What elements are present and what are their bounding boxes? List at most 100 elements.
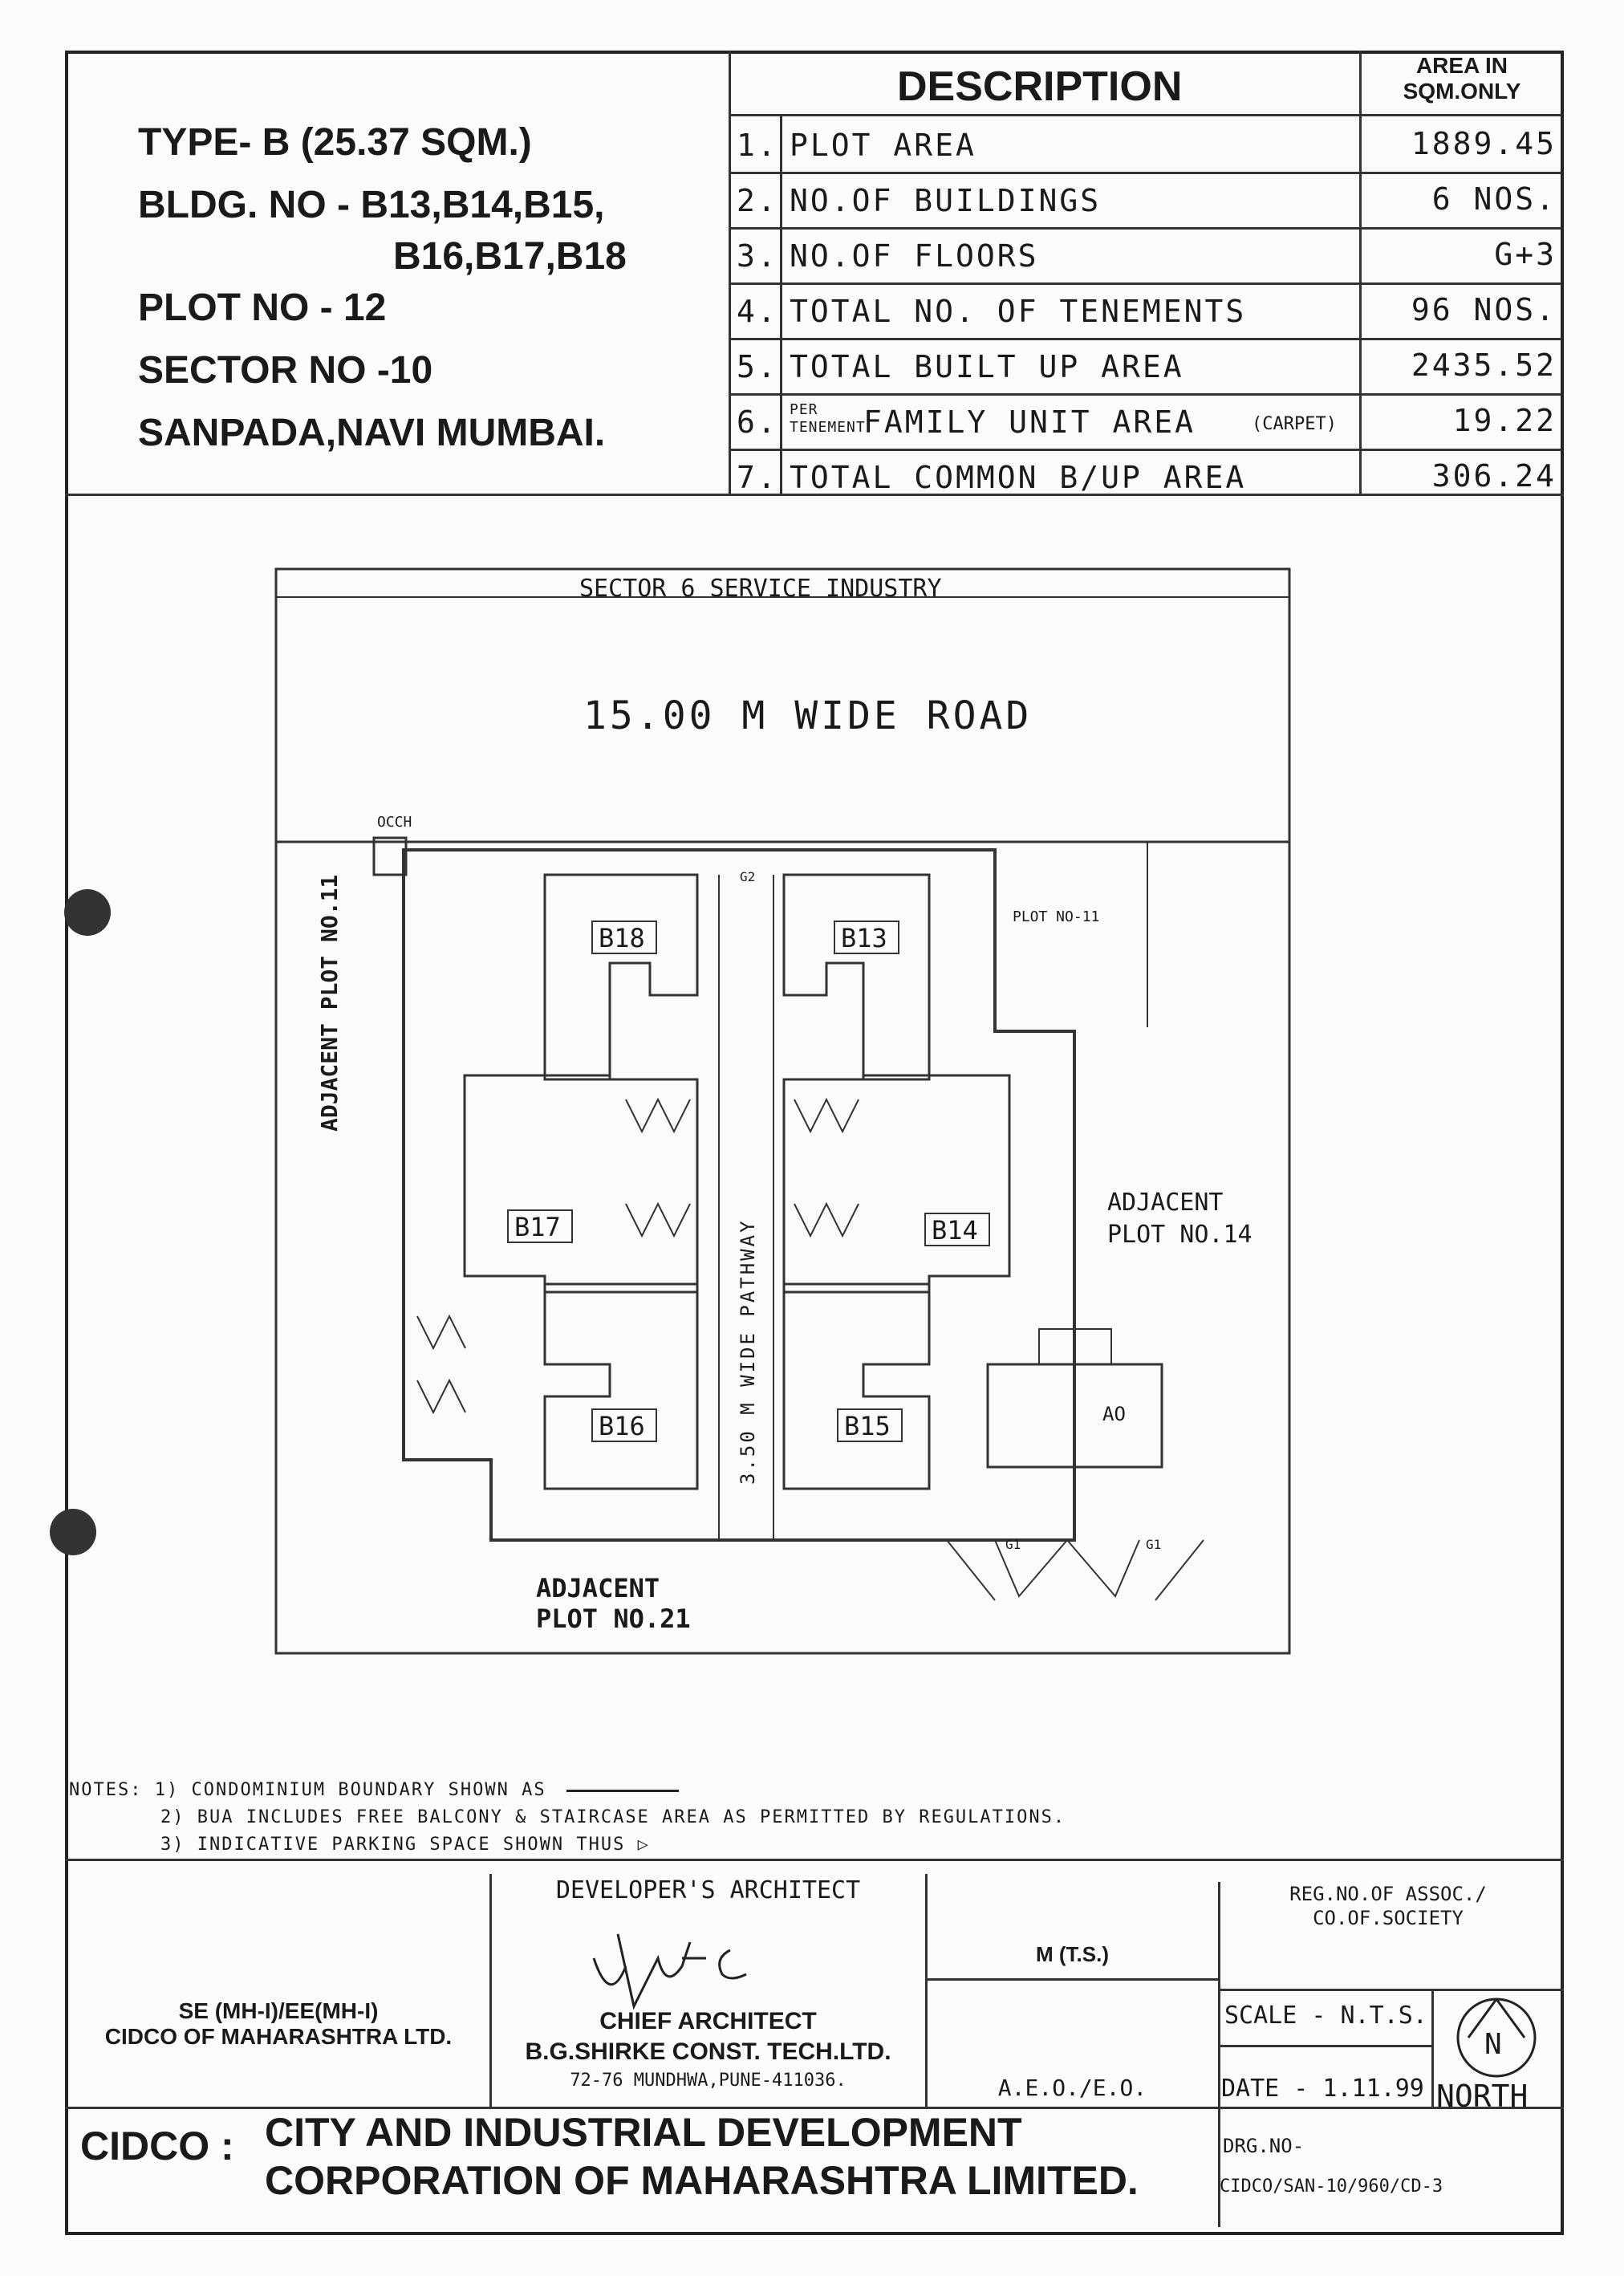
punch-hole (64, 889, 111, 936)
divider (780, 116, 782, 496)
architect-signature (592, 1933, 747, 2010)
date-label: DATE - 1.11.99 (1221, 2075, 1424, 2103)
adjacent-south-label: ADJACENT (536, 1573, 660, 1603)
divider (925, 1978, 1218, 1981)
ao-label: AO (1102, 1403, 1126, 1425)
type-label: TYPE- B (25.37 SQM.) (138, 121, 532, 164)
gates (994, 1538, 1140, 1598)
notes-prefix: NOTES: (69, 1780, 143, 1800)
north-arrow-icon: N (1456, 1998, 1537, 2078)
row-value: 306.24 (1431, 458, 1557, 494)
row-label: NO.OF FLOORS (790, 238, 1039, 274)
row-value: 1889.45 (1411, 126, 1557, 161)
label-b14: B14 (932, 1215, 978, 1246)
row-num: 7. (737, 460, 778, 495)
table-row: 4. TOTAL NO. OF TENEMENTS 96 NOS. (730, 282, 1561, 340)
area-header-line1: AREA IN (1415, 53, 1508, 78)
boundary-line-sample (566, 1789, 679, 1792)
label-b16: B16 (599, 1411, 645, 1441)
gate1-label: G1 (1146, 1537, 1161, 1552)
note-3: 3) INDICATIVE PARKING SPACE SHOWN THUS ▷ (160, 1835, 650, 1855)
building-b18 (543, 873, 699, 1081)
row-value: 6 NOS. (1431, 181, 1557, 217)
architect-firm: B.G.SHIRKE CONST. TECH.LTD. (525, 2038, 891, 2065)
divider (65, 2107, 1564, 2109)
aeo-label: A.E.O./E.O. (997, 2075, 1147, 2101)
row-num: 6. (737, 404, 778, 440)
adjacent-west-label: ADJACENT PLOT NO.11 (316, 875, 343, 1132)
occh-box (372, 836, 408, 876)
area-header: AREA IN SQM.ONLY (1364, 53, 1560, 104)
bldg-no-line2: B16,B17,B18 (393, 235, 627, 278)
table-row: 2. NO.OF BUILDINGS 6 NOS. (730, 172, 1561, 230)
org-name-line2: CORPORATION OF MAHARASHTRA LIMITED. (265, 2158, 1139, 2203)
gate2-label: G2 (740, 869, 755, 884)
gate1-label: G1 (1005, 1537, 1021, 1552)
parking-spaces (416, 1097, 859, 1415)
building-b16 (543, 1282, 699, 1490)
label-b15: B15 (844, 1411, 891, 1441)
row-num: 4. (737, 294, 778, 329)
divider (1218, 2045, 1431, 2047)
plot11-label: PLOT NO-11 (1013, 908, 1099, 925)
label-b13: B13 (841, 923, 887, 953)
note-1: 1) CONDOMINIUM BOUNDARY SHOWN AS (154, 1780, 546, 1800)
row-num: 2. (737, 183, 778, 218)
org-name-line1: CITY AND INDUSTRIAL DEVELOPMENT (265, 2110, 1022, 2155)
row-label: FAMILY UNIT AREA (863, 404, 1196, 440)
se-signatory: SE (MH-I)/EE(MH-I)CIDCO OF MAHARASHTRA L… (104, 1998, 453, 2049)
notes: NOTES: 1) CONDOMINIUM BOUNDARY SHOWN AS … (69, 1777, 1066, 1859)
adjacent-east-label: PLOT NO.14 (1107, 1221, 1253, 1249)
row-num: 1. (737, 128, 778, 163)
pathway-label: 3.50 M WIDE PATHWAY (737, 1218, 759, 1485)
building-b15 (782, 1282, 931, 1490)
drawing-number-label: DRG.NO- (1223, 2135, 1305, 2157)
divider (729, 51, 731, 496)
building-b13 (782, 873, 931, 1081)
row-num: 5. (737, 349, 778, 384)
road-label: 15.00 M WIDE ROAD (583, 693, 1032, 738)
table-row: 1. PLOT AREA 1889.45 (730, 116, 1561, 174)
sector-no: SECTOR NO -10 (138, 349, 433, 392)
row-value: 96 NOS. (1411, 292, 1557, 327)
divider (1359, 51, 1362, 496)
divider (730, 114, 1561, 116)
architect-address: 72-76 MUNDHWA,PUNE-411036. (570, 2071, 847, 2091)
scale-label: SCALE - N.T.S. (1224, 2002, 1427, 2030)
label-b18: B18 (599, 923, 645, 953)
drawing-number: CIDCO/SAN-10/960/CD-3 (1220, 2176, 1443, 2197)
condominium-boundary (402, 848, 1076, 1542)
row-label: TOTAL NO. OF TENEMENTS (790, 294, 1247, 329)
row-value: 19.22 (1452, 403, 1557, 438)
row-label: PLOT AREA (790, 128, 976, 163)
divider (65, 1859, 1564, 1861)
site-plan-border (274, 567, 1291, 1655)
drawing-frame (65, 51, 1564, 2235)
north-label: NORTH (1436, 2079, 1529, 2114)
divider (489, 1874, 492, 2107)
label-b17: B17 (514, 1212, 561, 1242)
chief-architect-label: CHIEF ARCHITECT (599, 2008, 817, 2034)
divider (925, 1874, 928, 2107)
punch-hole (50, 1509, 96, 1555)
cidco-label: CIDCO : (80, 2124, 234, 2168)
building-labels: B18 B13 B17 B14 B16 B15 (507, 921, 990, 1442)
developers-architect-label: DEVELOPER'S ARCHITECT (555, 1876, 861, 1904)
mts-label: M (T.S.) (1036, 1942, 1109, 1966)
description-title: DESCRIPTION (897, 63, 1183, 110)
parking-symbol-icon: ▷ (637, 1835, 650, 1855)
note-2: 2) BUA INCLUDES FREE BALCONY & STAIRCASE… (160, 1807, 1066, 1827)
occh-label: OCCH (377, 814, 412, 831)
location: SANPADA,NAVI MUMBAI. (138, 412, 606, 454)
divider (1431, 1990, 1434, 2107)
row-num: 3. (737, 238, 778, 274)
building-b14 (782, 1074, 1011, 1294)
area-header-line2: SQM.ONLY (1403, 79, 1521, 104)
row-label: NO.OF BUILDINGS (790, 183, 1102, 218)
plot-no: PLOT NO - 12 (138, 287, 387, 329)
